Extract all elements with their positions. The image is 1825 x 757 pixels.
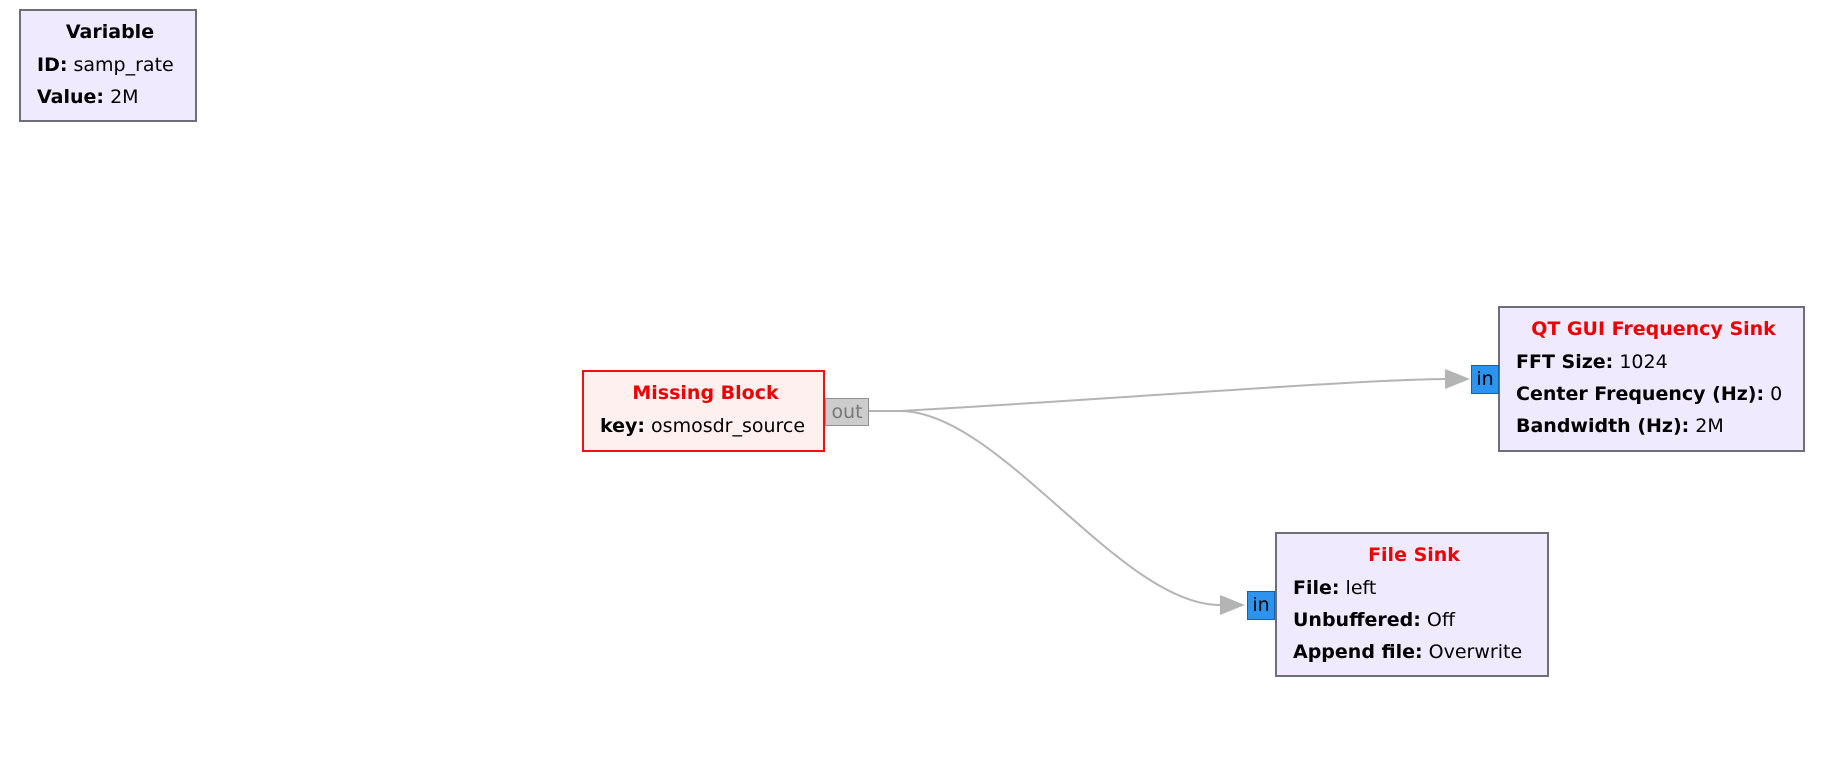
wire-arrow-filesink: [1220, 595, 1245, 615]
param-unbuffered: Unbuffered: Off: [1293, 604, 1535, 636]
param-key: File:: [1293, 577, 1340, 599]
qt-gui-frequency-sink-block[interactable]: QT GUI Frequency Sink FFT Size: 1024 Cen…: [1498, 306, 1805, 452]
variable-block[interactable]: Variable ID: samp_rate Value: 2M: [19, 9, 197, 122]
wire-arrow-qtgui: [1445, 369, 1470, 389]
block-title: Missing Block: [632, 382, 779, 404]
param-id: ID: samp_rate: [37, 49, 183, 81]
param-value: 1024: [1619, 351, 1668, 373]
param-key-row: key: osmosdr_source: [600, 410, 811, 442]
param-value: 2M: [110, 86, 139, 108]
param-key: key:: [600, 415, 645, 437]
block-title: File Sink: [1368, 544, 1460, 566]
param-value-row: Value: 2M: [37, 81, 183, 113]
param-key: Unbuffered:: [1293, 609, 1421, 631]
param-key: Append file:: [1293, 641, 1423, 663]
wire-to-file-sink[interactable]: [899, 410, 1221, 606]
missing-block[interactable]: Missing Block key: osmosdr_source: [582, 370, 825, 452]
param-key: FFT Size:: [1516, 351, 1614, 373]
param-value: samp_rate: [73, 54, 174, 76]
param-value: osmosdr_source: [651, 415, 806, 437]
param-value: 2M: [1695, 415, 1724, 437]
param-key: Value:: [37, 86, 105, 108]
param-value: 0: [1770, 383, 1783, 405]
block-title: QT GUI Frequency Sink: [1531, 318, 1776, 340]
param-file: File: left: [1293, 572, 1535, 604]
param-key: Center Frequency (Hz):: [1516, 383, 1765, 405]
wire-to-qtgui-sink[interactable]: [868, 378, 1446, 412]
param-bandwidth: Bandwidth (Hz): 2M: [1516, 410, 1791, 442]
param-value: Off: [1426, 609, 1455, 631]
output-port[interactable]: out: [825, 398, 869, 426]
param-append-file: Append file: Overwrite: [1293, 636, 1535, 668]
param-value: Overwrite: [1428, 641, 1523, 663]
input-port-filesink[interactable]: in: [1247, 591, 1275, 620]
param-key: ID:: [37, 54, 68, 76]
param-key: Bandwidth (Hz):: [1516, 415, 1690, 437]
input-port-qtgui[interactable]: in: [1471, 365, 1499, 394]
file-sink-block[interactable]: File Sink File: left Unbuffered: Off App…: [1275, 532, 1549, 677]
param-fft-size: FFT Size: 1024: [1516, 346, 1791, 378]
block-title: Variable: [65, 21, 155, 43]
param-value: left: [1345, 577, 1377, 599]
param-center-frequency: Center Frequency (Hz): 0: [1516, 378, 1791, 410]
